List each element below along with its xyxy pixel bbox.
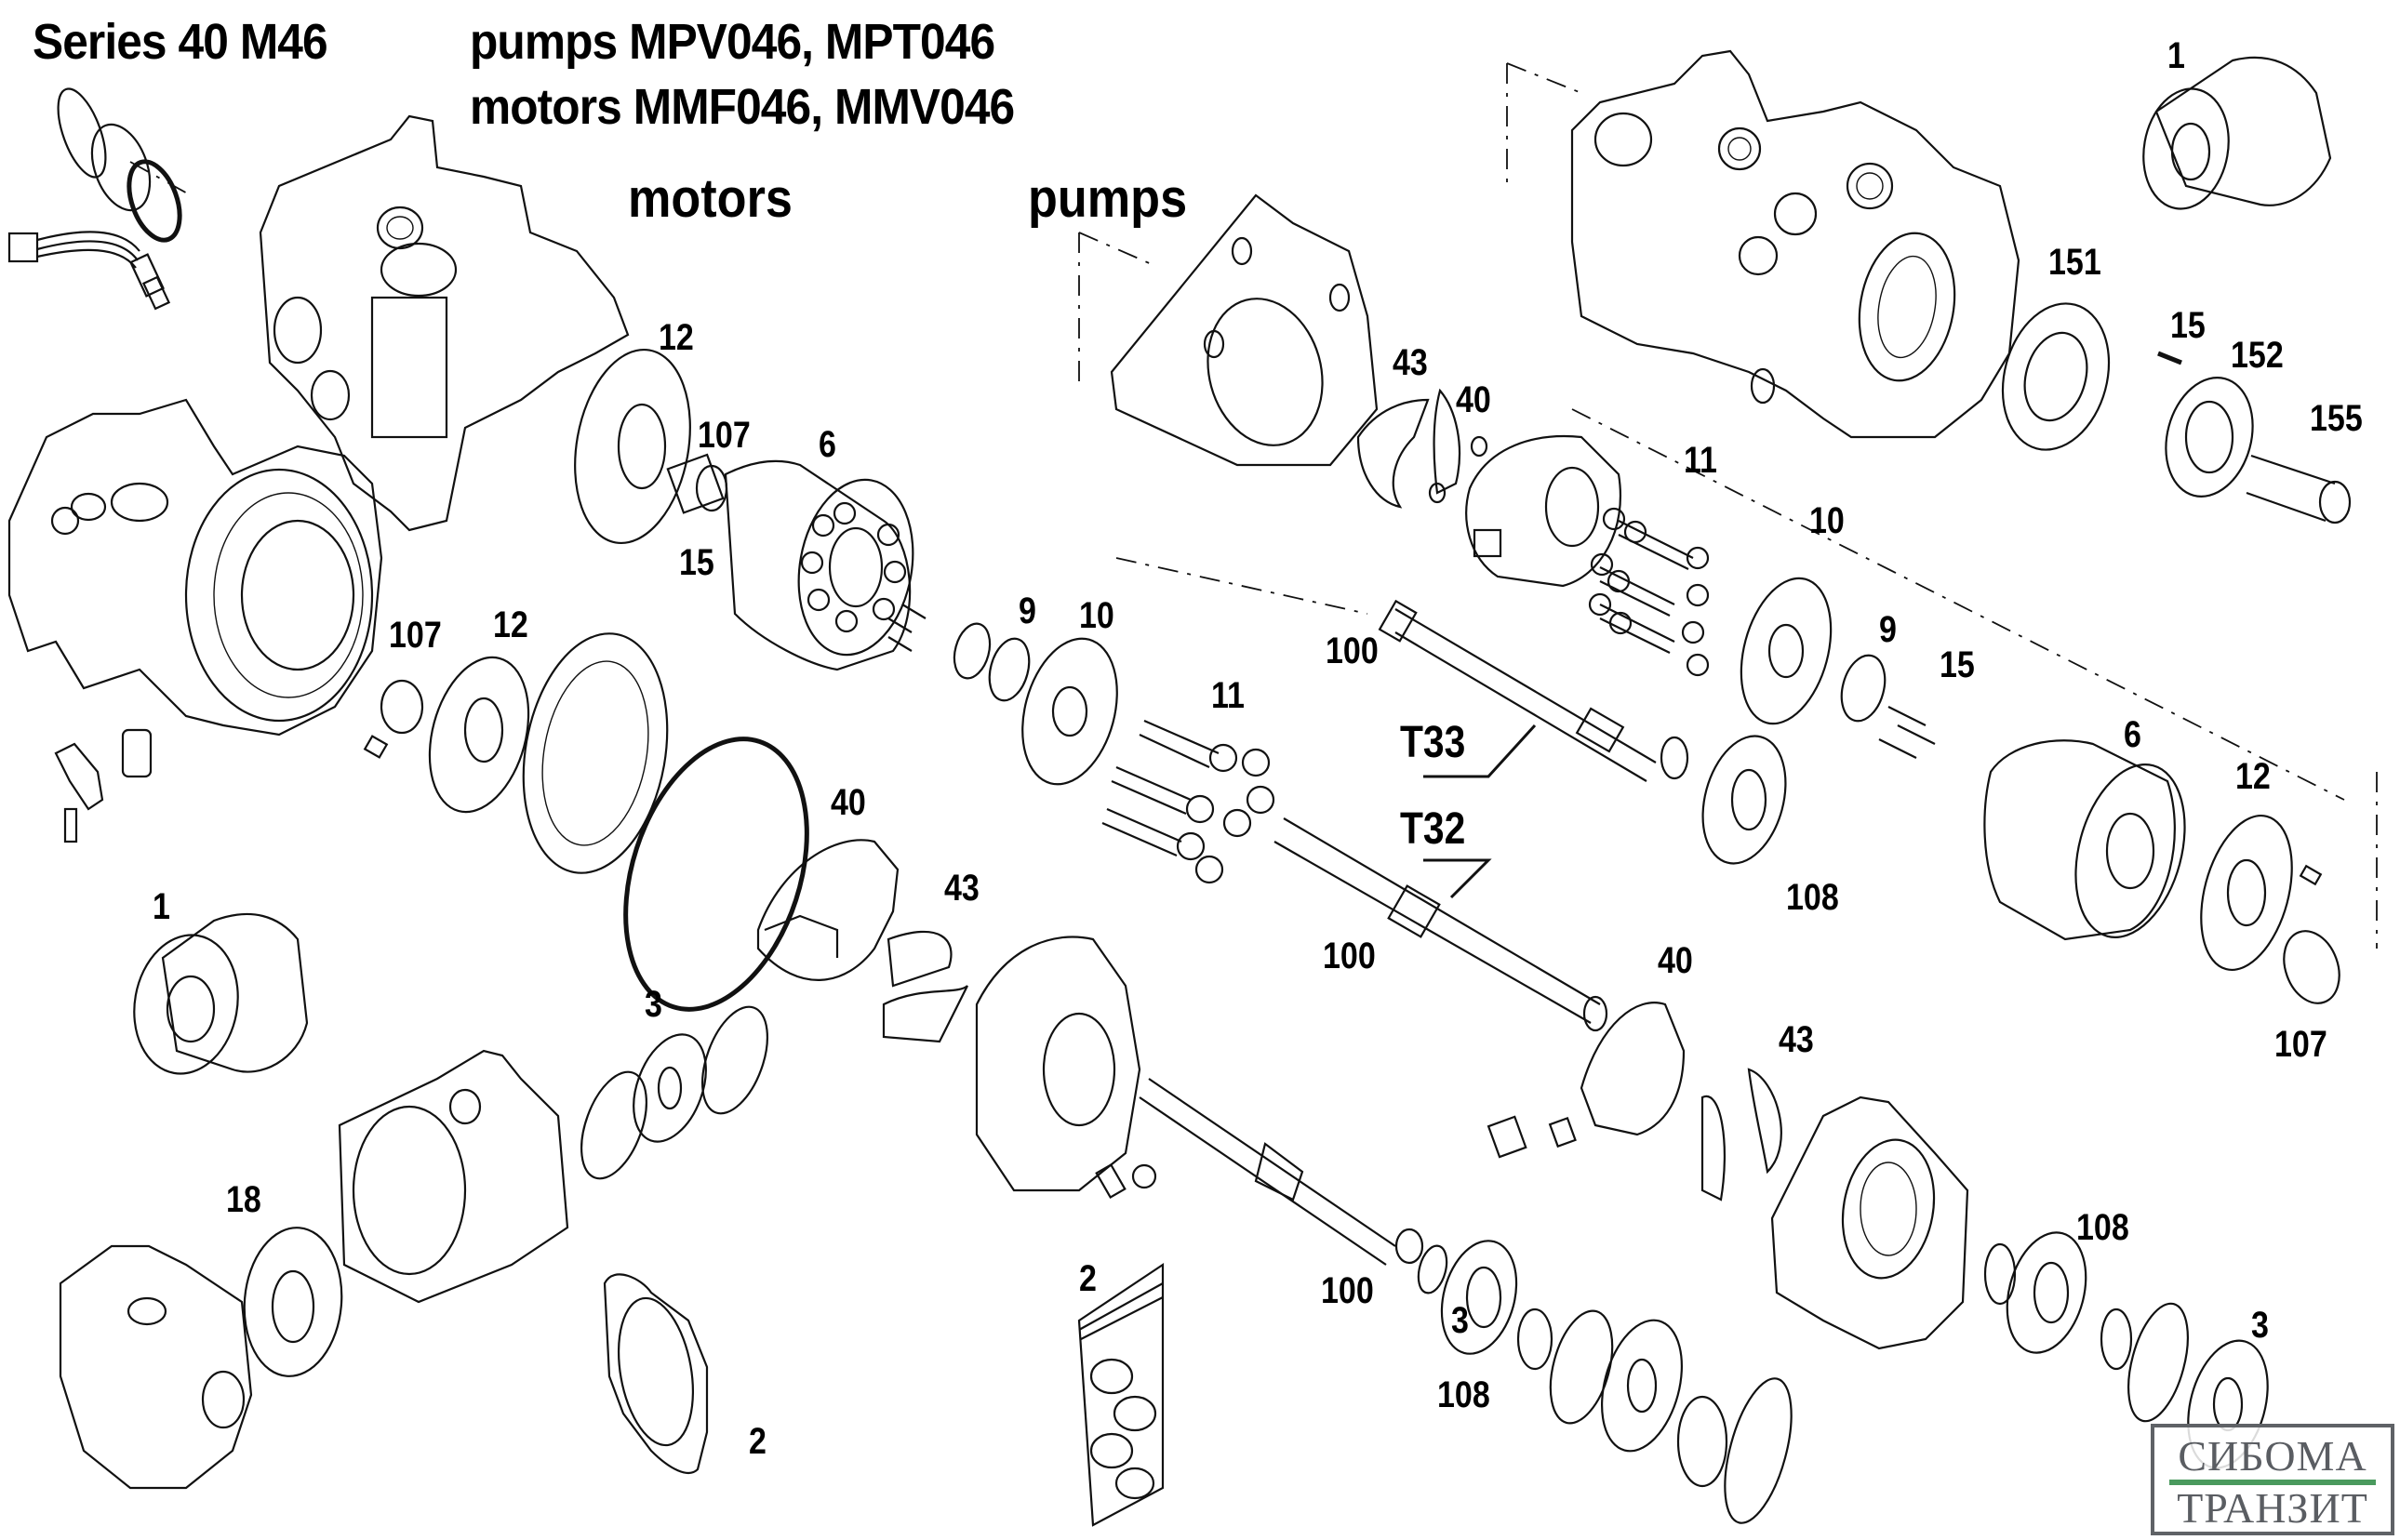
pump-swash-bearings [1356, 388, 1461, 509]
callout-motor-18: 18 [226, 1179, 261, 1220]
callout-pump-15-top: 15 [2170, 305, 2206, 346]
callout-pump-40-low: 40 [1658, 940, 1693, 981]
callout-motor-12-left: 12 [493, 604, 528, 645]
callout-pump-6: 6 [2124, 714, 2141, 755]
company-logo: СИБОМА ТРАНЗИТ [2151, 1424, 2394, 1535]
callout-motor-107-top: 107 [698, 415, 751, 456]
pump-housing [1570, 49, 2020, 439]
pump-lower-swashplate [1487, 1002, 1782, 1201]
pump-pistons [1588, 507, 1710, 677]
callout-pump-10: 10 [1809, 500, 1845, 541]
motor-housing-lower [7, 398, 383, 737]
callout-motor-107-left: 107 [389, 615, 442, 656]
pump-shaft-t33 [1378, 599, 1689, 782]
motor-cylinder-kit [133, 912, 309, 1075]
motor-shaft [1095, 1078, 1424, 1266]
section-heading-motors: motors [628, 168, 793, 229]
callout-pump-11: 11 [1684, 440, 1717, 481]
motor-pistons [1101, 719, 1275, 884]
callout-pump-3-low: 3 [2251, 1305, 2269, 1346]
callout-pump-152: 152 [2231, 335, 2284, 376]
motor-rotating-group-top [574, 348, 914, 671]
callout-pump-1: 1 [2167, 35, 2185, 76]
callout-motor-10: 10 [1079, 595, 1114, 636]
pump-front-flange [1770, 1095, 1969, 1350]
callout-shaft-T32: T32 [1400, 804, 1466, 854]
callout-motor-2-gasket: 2 [749, 1421, 767, 1462]
motor-front-housing [338, 1049, 569, 1304]
pump-swashplate [1428, 435, 1621, 588]
callout-pump-151: 151 [2048, 242, 2101, 283]
callout-shaft-T33: T33 [1400, 718, 1466, 767]
callout-pump-100-mid: 100 [1323, 936, 1376, 976]
motor-housing-upper [259, 114, 630, 532]
logo-line-1: СИБОМА [2178, 1432, 2367, 1480]
pump-bearing-set-low [1983, 1231, 2269, 1469]
callout-motor-3: 3 [645, 984, 662, 1025]
callout-motor-100: 100 [1321, 1270, 1374, 1311]
callout-pump-108-low: 108 [2076, 1207, 2129, 1248]
callout-pump-43: 43 [1393, 342, 1428, 383]
motor-small-hardware [54, 728, 389, 843]
pump-shaft-t32 [1273, 817, 1608, 1032]
callout-pump-12: 12 [2235, 756, 2271, 797]
callout-motor-40: 40 [831, 782, 866, 823]
motor-speed-sensor [7, 231, 171, 311]
callout-motor-1: 1 [153, 886, 170, 927]
pump-cylinder-kit [2142, 56, 2332, 210]
callout-pump-155: 155 [2310, 398, 2363, 439]
callout-pump-100-top: 100 [1326, 631, 1379, 671]
motor-plug-assembly [57, 87, 192, 243]
callout-motor-43: 43 [944, 868, 980, 909]
callout-pump-43-low: 43 [1779, 1019, 1814, 1060]
callout-pump-15-mid: 15 [1940, 644, 1975, 685]
callout-motor-6: 6 [819, 424, 836, 465]
callout-kit-2-bag: 2 [1079, 1258, 1097, 1299]
motor-pins-rings [887, 604, 1118, 786]
pump-rotating-group [1983, 739, 2340, 1004]
callout-motor-3-bottom: 3 [1451, 1300, 1469, 1341]
motor-shaft-seal [580, 1005, 768, 1180]
motor-flange [975, 936, 1157, 1192]
motor-bearing-set [1417, 1240, 1793, 1524]
callout-motor-15: 15 [679, 542, 714, 583]
motors-model-line: motors MMF046, MMV046 [470, 79, 1015, 135]
pump-end-cap [1110, 193, 1379, 467]
seal-kit-bag [1077, 1262, 1165, 1527]
motor-gasket [603, 1273, 709, 1474]
callout-pump-107: 107 [2274, 1024, 2327, 1065]
logo-line-2: ТРАНЗИТ [2177, 1484, 2368, 1532]
motor-swashplate [756, 839, 968, 1043]
callout-motor-12-top: 12 [659, 317, 694, 358]
pump-dashed-axis-lines [1078, 62, 2378, 949]
section-heading-pumps: pumps [1028, 168, 1188, 229]
callout-pump-108-top: 108 [1786, 877, 1839, 918]
motor-rotating-group-left [380, 632, 809, 1012]
callout-motor-9: 9 [1019, 591, 1036, 631]
callout-pump-9: 9 [1879, 609, 1897, 650]
callout-pump-40: 40 [1456, 379, 1491, 420]
pump-retainer-guide [1740, 577, 1936, 759]
motor-end-cover [59, 1227, 343, 1490]
pump-bearing-108-top [1701, 735, 1787, 865]
series-title: Series 40 M46 [33, 14, 328, 70]
logo-divider-bar [2169, 1480, 2376, 1485]
pumps-model-line: pumps MPV046, MPT046 [470, 14, 995, 70]
callout-motor-108: 108 [1437, 1374, 1490, 1415]
pump-charge-pump-parts [2001, 302, 2352, 524]
callout-motor-11: 11 [1211, 675, 1245, 716]
